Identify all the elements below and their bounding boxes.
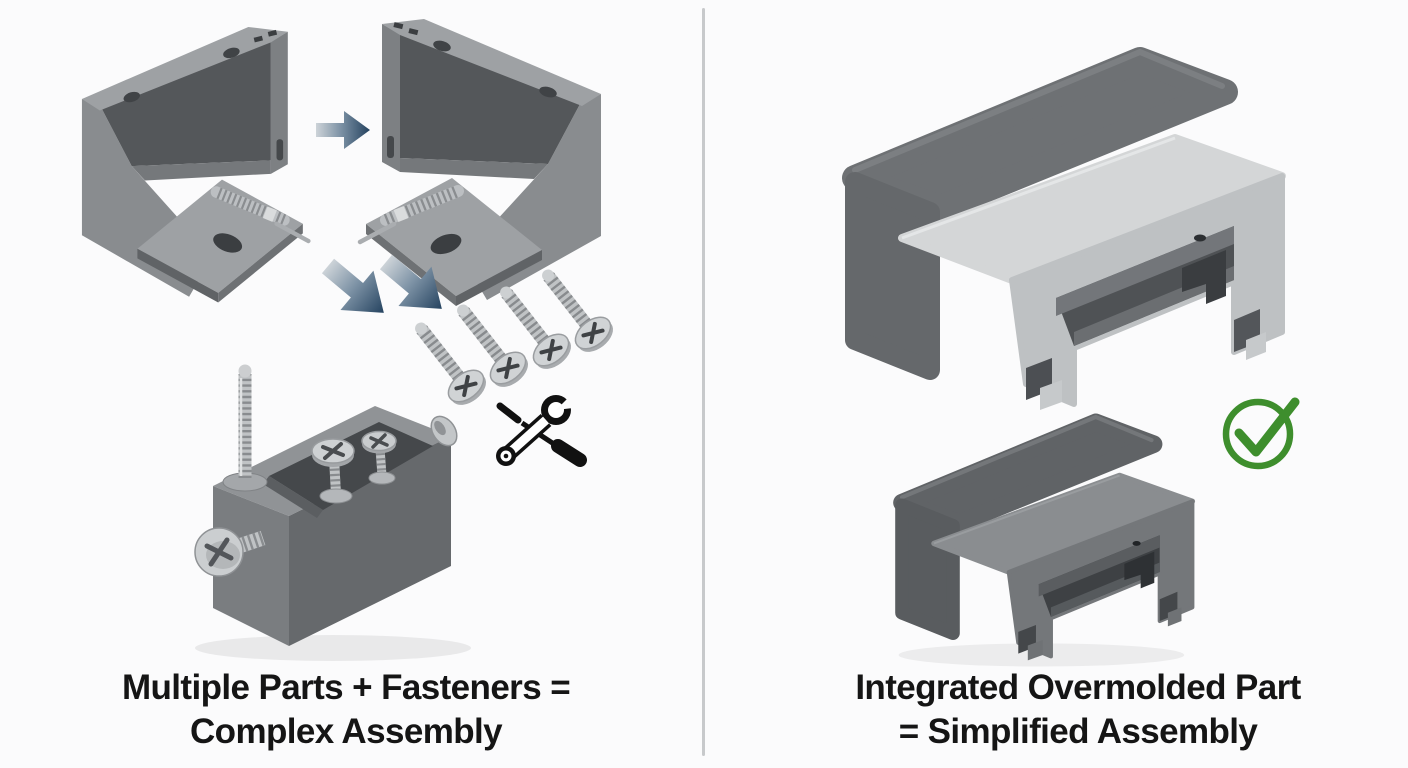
right-caption-line2: = Simplified Assembly <box>898 712 1258 751</box>
right-caption: Integrated Overmolded Part = Simplified … <box>758 666 1398 754</box>
left-caption-line1: Multiple Parts + Fasteners = <box>121 668 571 707</box>
panel-divider <box>702 8 705 756</box>
overmolded-part <box>842 47 1286 410</box>
assembled-housing <box>194 364 471 661</box>
check-icon <box>1222 397 1300 470</box>
tools-icon <box>496 388 590 467</box>
left-caption: Multiple Parts + Fasteners = Complex Ass… <box>26 666 666 754</box>
arrow-right-icon <box>316 111 370 149</box>
right-caption-line1: Integrated Overmolded Part <box>855 668 1301 707</box>
integrated-part <box>893 413 1196 667</box>
left-caption-line2: Complex Assembly <box>190 712 503 751</box>
housing-half-left <box>82 27 309 303</box>
